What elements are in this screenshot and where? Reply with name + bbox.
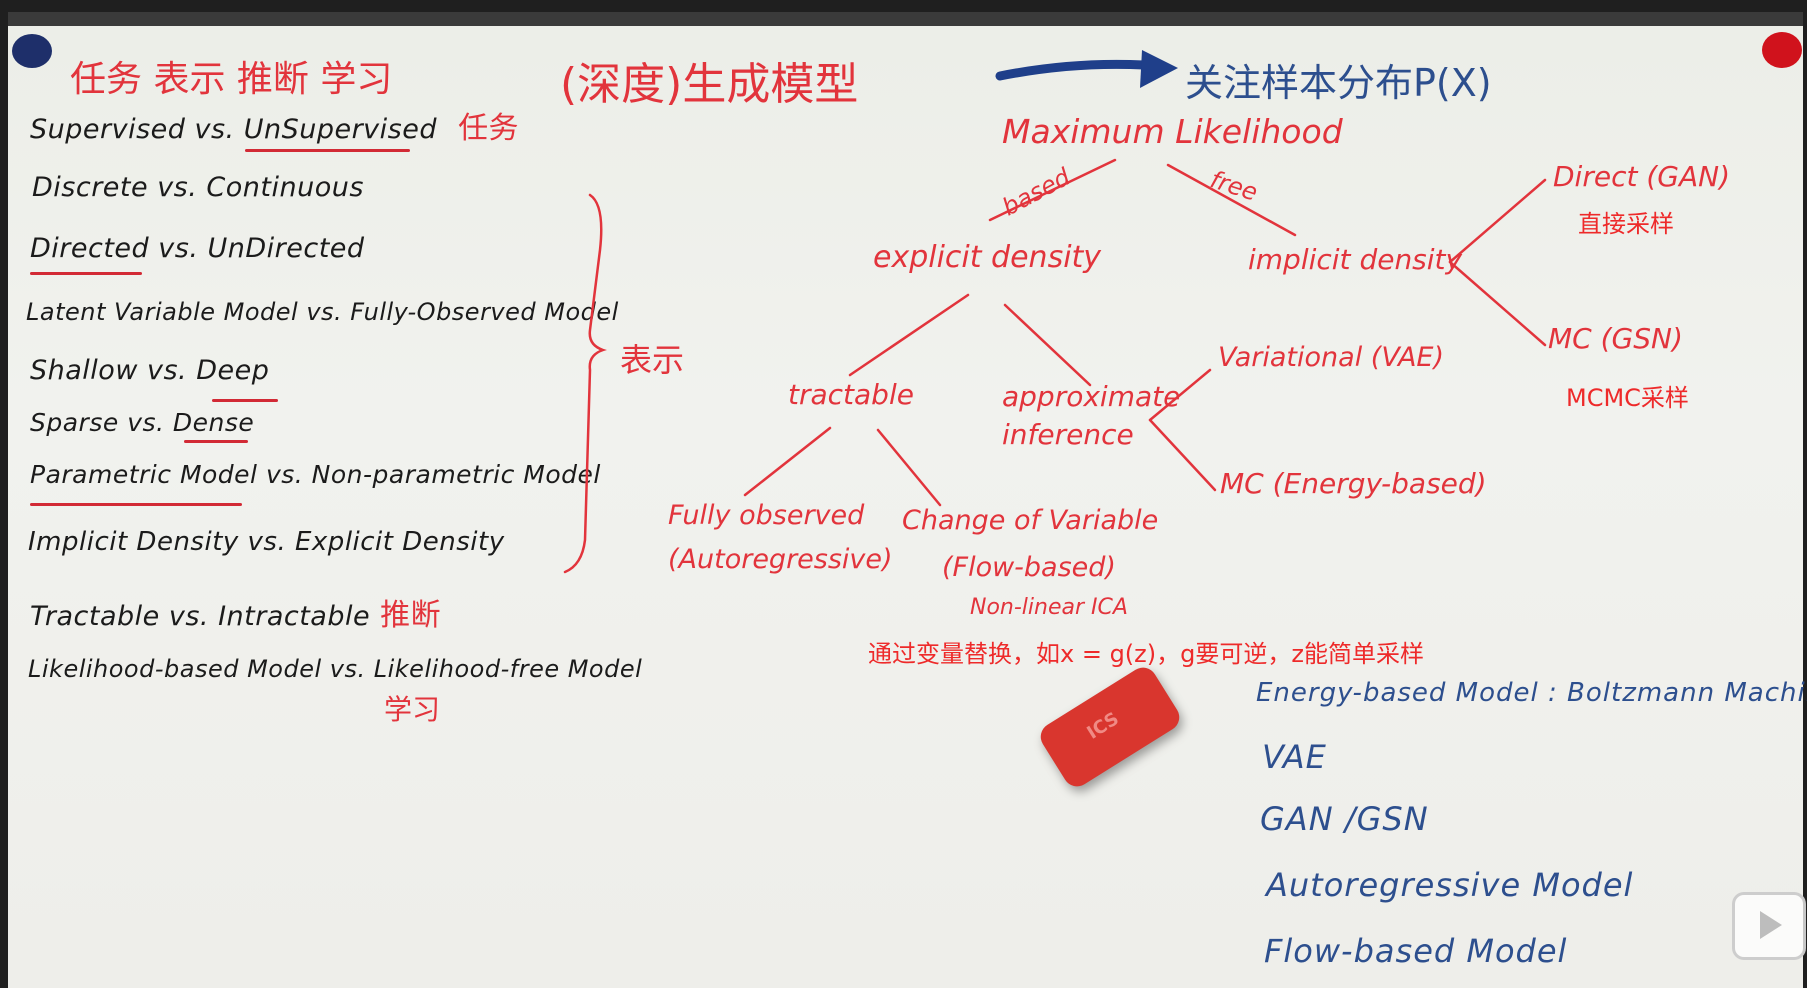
main-title: (深度)生成模型 bbox=[560, 59, 859, 110]
whiteboard bbox=[8, 12, 1803, 988]
main-title-deep: (深度)生成模型 bbox=[560, 48, 858, 112]
focus-text: 关注样本分布P(X) bbox=[1185, 61, 1492, 105]
tree-nonlinear-ica: Non-linear ICA bbox=[970, 595, 1128, 620]
tree-direct-cn: 直接采样 bbox=[1578, 210, 1674, 238]
list-item: Implicit Density vs. Explicit Density bbox=[28, 527, 505, 557]
list-item: Tractable vs. Intractable 推断 bbox=[30, 590, 441, 634]
tree-tractable: tractable bbox=[788, 378, 914, 411]
tree-mcmc-cn: MCMC采样 bbox=[1566, 384, 1689, 412]
model-list-item: Autoregressive Model bbox=[1266, 866, 1634, 904]
eraser-label: ICS bbox=[1083, 708, 1123, 744]
list-item-tag: 推断 bbox=[380, 598, 442, 633]
brace-label: 表示 bbox=[620, 341, 685, 379]
left-header-title: 任务 表示 推断 学习 bbox=[70, 59, 393, 100]
list-item-tag-learn: 学习 bbox=[384, 693, 441, 726]
red-magnet-icon bbox=[1762, 32, 1802, 68]
tree-change-of-variable: Change of Variable bbox=[902, 505, 1159, 536]
underline bbox=[30, 272, 142, 275]
tree-approximate: approximate bbox=[1002, 380, 1181, 413]
tree-flow-based: (Flow-based) bbox=[942, 552, 1116, 583]
model-list-item: VAE bbox=[1262, 738, 1327, 776]
model-list-item: Flow-based Model bbox=[1264, 932, 1568, 970]
list-item: Supervised vs. UnSupervised 任务 bbox=[30, 103, 519, 147]
list-item: Parametric Model vs. Non-parametric Mode… bbox=[30, 460, 601, 489]
underline bbox=[245, 149, 410, 152]
tree-implicit: implicit density bbox=[1248, 243, 1463, 276]
underline bbox=[212, 399, 278, 402]
list-item: Discrete vs. Continuous bbox=[32, 172, 364, 203]
tree-mc-gsn: MC (GSN) bbox=[1548, 322, 1683, 355]
tree-root: Maximum Likelihood bbox=[1002, 112, 1343, 151]
underline bbox=[184, 440, 248, 443]
underline bbox=[30, 503, 242, 506]
model-list-item: Energy-based Model : Boltzmann Machine bbox=[1256, 678, 1807, 708]
list-item: Sparse vs. Dense bbox=[30, 408, 255, 437]
list-item: Likelihood-based Model vs. Likelihood-fr… bbox=[28, 655, 643, 683]
blue-magnet-icon bbox=[12, 34, 52, 68]
brace bbox=[563, 193, 607, 574]
list-item: Latent Variable Model vs. Fully-Observed… bbox=[26, 298, 619, 326]
list-item: Directed vs. UnDirected bbox=[30, 233, 365, 264]
list-item-text: Supervised vs. UnSupervised bbox=[30, 114, 437, 145]
list-item: Shallow vs. Deep bbox=[30, 355, 270, 386]
tree-mc-energy: MC (Energy-based) bbox=[1220, 467, 1487, 500]
play-icon[interactable] bbox=[1732, 892, 1806, 960]
flow-note: 通过变量替换，如x = g(z)，g要可逆，z能简单采样 bbox=[868, 640, 1424, 668]
list-item-tag: 任务 bbox=[458, 111, 520, 146]
list-item-text: Tractable vs. Intractable bbox=[30, 601, 371, 632]
arrow-icon bbox=[995, 50, 1178, 88]
tree-fully-observed: Fully observed bbox=[668, 500, 865, 531]
tree-variational: Variational (VAE) bbox=[1218, 342, 1445, 373]
model-list-item: GAN /GSN bbox=[1260, 800, 1429, 838]
tree-direct: Direct (GAN) bbox=[1553, 160, 1730, 193]
tree-inference: inference bbox=[1002, 418, 1134, 451]
tree-explicit: explicit density bbox=[873, 240, 1102, 275]
tree-autoregressive: (Autoregressive) bbox=[668, 544, 893, 575]
